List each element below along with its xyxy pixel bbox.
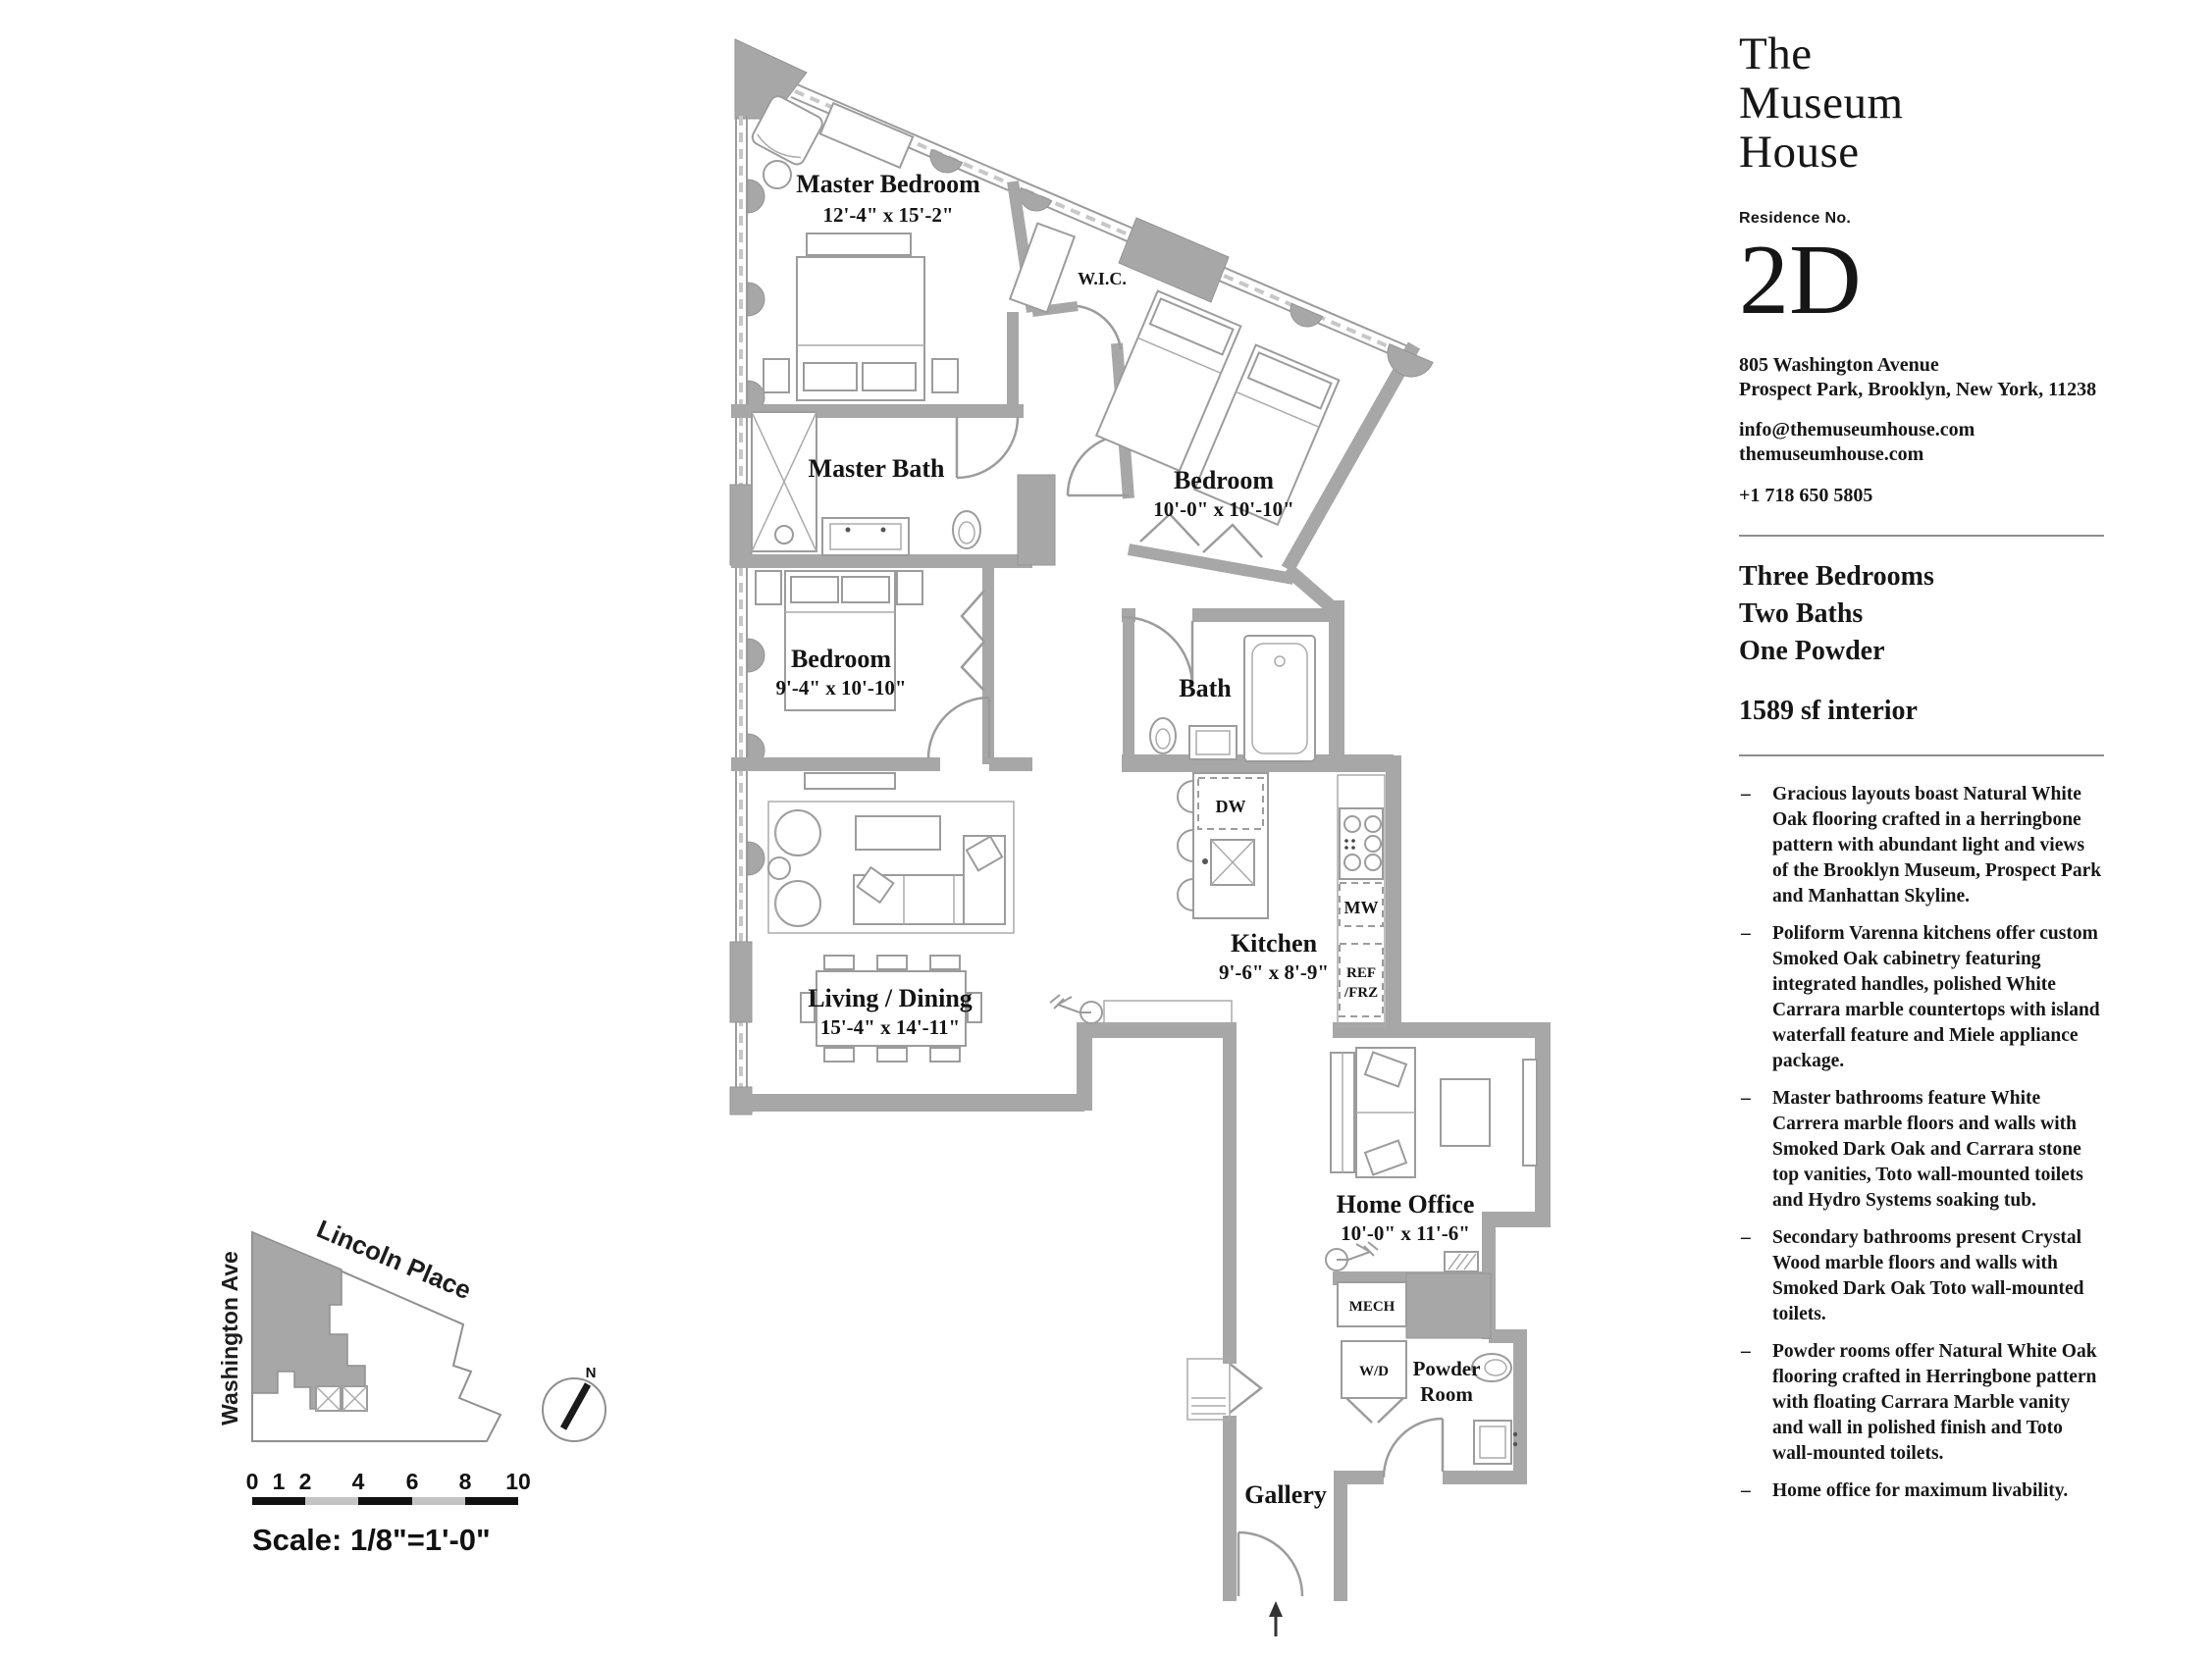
- kitchen-fixtures: [1177, 772, 1386, 1027]
- site-map: Lincoln Place Washington Ave N 0 1 2 4 6…: [217, 1214, 606, 1557]
- brand-title-line1: The: [1739, 28, 1813, 79]
- wic-closet-rod: [1008, 222, 1077, 314]
- label-ref: REF: [1346, 965, 1376, 981]
- site-map-core-icon: [315, 1385, 368, 1412]
- room-label-bedroom-2: Bedroom: [1174, 466, 1274, 494]
- room-label-living-dining: Living / Dining: [808, 984, 973, 1012]
- divider-top: [1739, 535, 2104, 537]
- bicycle-icon: [1049, 994, 1379, 1271]
- scale-label: Scale: 1/8"=1'-0": [252, 1523, 491, 1557]
- feature-text: Powder rooms offer Natural White Oak flo…: [1772, 1341, 2097, 1464]
- room-label-home-office: Home Office: [1337, 1190, 1475, 1218]
- street-label-left: Washington Ave: [217, 1251, 242, 1426]
- bath-fixtures: [1149, 635, 1316, 762]
- label-frz: /FRZ: [1343, 985, 1378, 1001]
- label-mech: MECH: [1349, 1299, 1396, 1315]
- label-powder-line2: Room: [1420, 1382, 1473, 1406]
- room-label-wic: W.I.C.: [1078, 269, 1127, 288]
- scale-tick-6: 6: [406, 1469, 419, 1494]
- feature-item: –Secondary bathrooms present Crystal Woo…: [1741, 1227, 2084, 1324]
- room-dims-home-office: 10'-0" x 11'-6": [1341, 1221, 1470, 1245]
- room-dims-bedroom-3: 9'-4" x 10'-10": [776, 676, 907, 700]
- feature-text: Master bathrooms feature White Carrera m…: [1772, 1088, 2083, 1211]
- brand-title: The Museum House: [1739, 29, 2104, 177]
- brand-title-line3: House: [1739, 127, 1860, 178]
- room-label-gallery: Gallery: [1244, 1480, 1327, 1509]
- site-map-building-footprint: [251, 1230, 366, 1410]
- home-office-furniture: [1330, 1047, 1538, 1272]
- label-wd: W/D: [1359, 1364, 1389, 1379]
- scale-tick-8: 8: [459, 1469, 472, 1494]
- living-dining-furniture: [767, 772, 1233, 1063]
- room-label-master-bath: Master Bath: [809, 454, 945, 483]
- label-dishwasher: DW: [1216, 797, 1246, 816]
- room-label-bath: Bath: [1179, 674, 1232, 702]
- feature-text: Poliform Varenna kitchens offer custom S…: [1772, 923, 2100, 1071]
- room-label-master-bedroom: Master Bedroom: [796, 170, 980, 198]
- feature-item: –Home office for maximum livability.: [1741, 1480, 2069, 1501]
- door-swings: [926, 304, 1445, 1597]
- scale-tick-4: 4: [352, 1469, 365, 1494]
- bedroom-left-furniture: [755, 570, 923, 711]
- master-bath-fixtures: [751, 411, 981, 556]
- feature-text: Home office for maximum livability.: [1772, 1480, 2069, 1501]
- contact-phone: +1 718 650 5805: [1739, 485, 1873, 506]
- scale-tick-10: 10: [505, 1469, 531, 1494]
- feature-text: Gracious layouts boast Natural White Oak…: [1772, 784, 2102, 907]
- label-microwave: MW: [1344, 898, 1379, 917]
- master-bedroom-furniture: [751, 95, 959, 401]
- scale-bar: [252, 1497, 518, 1505]
- feature-item: –Powder rooms offer Natural White Oak fl…: [1741, 1341, 2097, 1464]
- contact-email: info@themuseumhouse.com: [1739, 419, 1975, 441]
- compass-icon: [542, 1377, 606, 1442]
- feature-item: –Poliform Varenna kitchens offer custom …: [1741, 923, 2100, 1071]
- interior-area: 1589 sf interior: [1739, 696, 1918, 726]
- address-line1: 805 Washington Avenue: [1739, 354, 1939, 376]
- feature-item: –Master bathrooms feature White Carrera …: [1741, 1088, 2083, 1211]
- feature-text: Secondary bathrooms present Crystal Wood…: [1772, 1227, 2084, 1324]
- room-label-bedroom-3: Bedroom: [791, 645, 891, 673]
- compass-north-label: N: [586, 1365, 597, 1381]
- interior-walls: [731, 181, 1492, 1339]
- room-dims-master-bedroom: 12'-4" x 15'-2": [823, 203, 954, 227]
- summary-baths: Two Baths: [1739, 598, 1864, 629]
- info-panel: The Museum House Residence No. 2D 805 Wa…: [1739, 29, 2104, 1516]
- scale-tick-0: 0: [246, 1469, 259, 1494]
- brand-title-line2: Museum: [1739, 78, 1904, 129]
- room-dims-living-dining: 15'-4" x 14'-11": [820, 1015, 960, 1039]
- label-powder-line1: Powder: [1413, 1357, 1481, 1380]
- summary-powder: One Powder: [1739, 636, 1885, 666]
- feature-list: –Gracious layouts boast Natural White Oa…: [1739, 782, 2104, 1504]
- entry-arrow-icon: [1269, 1601, 1283, 1636]
- residence-number: 2D: [1739, 225, 1862, 336]
- contact-website: themuseumhouse.com: [1739, 443, 1924, 465]
- room-dims-kitchen: 9'-6" x 8'-9": [1219, 960, 1329, 984]
- bedroom-top-right-furniture: [1094, 289, 1341, 527]
- laundry-mech-powder-fixtures: [1186, 1281, 1518, 1465]
- address-line2: Prospect Park, Brooklyn, New York, 11238: [1739, 379, 2097, 400]
- scale-tick-1: 1: [273, 1469, 286, 1494]
- room-dims-bedroom-2: 10'-0" x 10'-10": [1153, 497, 1293, 521]
- divider-bottom: [1739, 754, 2104, 756]
- structural-columns: [747, 110, 1434, 876]
- summary-bedrooms: Three Bedrooms: [1739, 561, 1934, 592]
- feature-item: –Gracious layouts boast Natural White Oa…: [1741, 784, 2102, 907]
- residence-label: Residence No.: [1739, 210, 1852, 227]
- scale-tick-2: 2: [299, 1469, 312, 1494]
- room-label-kitchen: Kitchen: [1231, 929, 1318, 958]
